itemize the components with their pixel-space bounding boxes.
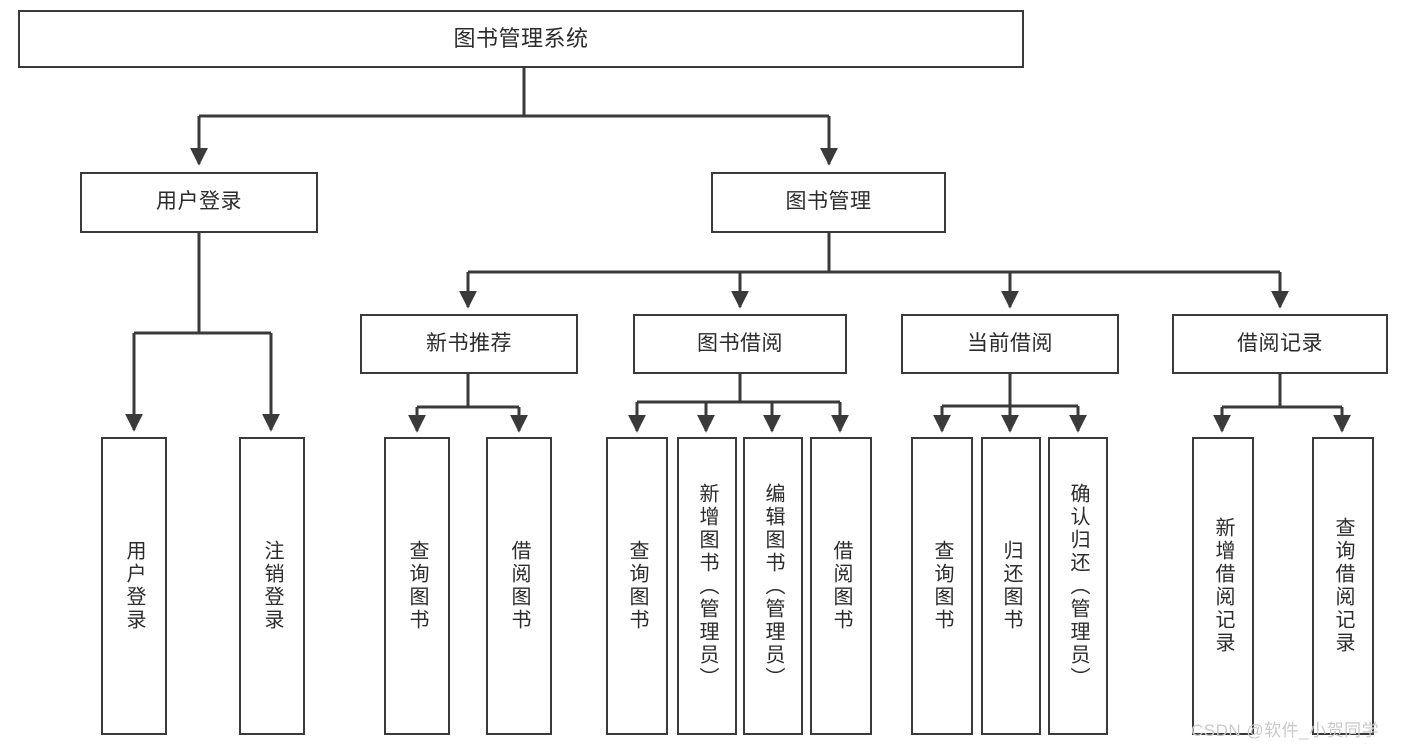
- node-label: 编辑图书（管理员）: [762, 482, 784, 690]
- leaf-return-book[interactable]: 归还图书: [981, 437, 1041, 735]
- node-book-manage[interactable]: 图书管理: [711, 172, 946, 233]
- node-label: 确认归还（管理员）: [1067, 482, 1089, 690]
- leaf-confirm-return[interactable]: 确认归还（管理员）: [1048, 437, 1108, 735]
- node-label: 查询图书: [626, 540, 648, 632]
- node-label: 新书推荐: [426, 331, 512, 355]
- leaf-query-book-2[interactable]: 查询图书: [606, 437, 668, 735]
- leaf-query-record[interactable]: 查询借阅记录: [1312, 437, 1374, 735]
- node-label: 用户登录: [123, 540, 145, 632]
- node-label: 查询图书: [931, 540, 953, 632]
- node-label: 图书借阅: [697, 331, 783, 355]
- leaf-add-record[interactable]: 新增借阅记录: [1192, 437, 1254, 735]
- leaf-user-login[interactable]: 用户登录: [101, 437, 167, 735]
- node-label: 借阅图书: [830, 540, 852, 632]
- node-root-system[interactable]: 图书管理系统: [18, 10, 1024, 68]
- node-label: 用户登录: [156, 190, 242, 214]
- node-label: 查询图书: [406, 540, 428, 632]
- leaf-query-book-3[interactable]: 查询图书: [911, 437, 973, 735]
- node-new-book-recommend[interactable]: 新书推荐: [360, 314, 578, 374]
- node-label: 借阅图书: [508, 540, 530, 632]
- leaf-query-book-1[interactable]: 查询图书: [384, 437, 450, 735]
- node-label: 归还图书: [1000, 540, 1022, 632]
- leaf-edit-book[interactable]: 编辑图书（管理员）: [743, 437, 803, 735]
- node-label: 注销登录: [261, 540, 283, 632]
- leaf-borrow-book-2[interactable]: 借阅图书: [810, 437, 872, 735]
- node-label: 当前借阅: [967, 331, 1053, 355]
- node-label: 新增图书（管理员）: [696, 482, 718, 690]
- node-book-borrow[interactable]: 图书借阅: [633, 314, 847, 374]
- leaf-borrow-book-1[interactable]: 借阅图书: [486, 437, 552, 735]
- node-label: 图书管理系统: [453, 26, 589, 52]
- leaf-add-book[interactable]: 新增图书（管理员）: [677, 437, 737, 735]
- leaf-logout-login[interactable]: 注销登录: [239, 437, 305, 735]
- csdn-watermark: CSDN @软件_小贺同学: [1191, 721, 1380, 740]
- node-current-borrow[interactable]: 当前借阅: [901, 314, 1119, 374]
- node-label: 新增借阅记录: [1212, 517, 1234, 655]
- node-label: 借阅记录: [1237, 331, 1323, 355]
- node-label: 查询借阅记录: [1332, 517, 1354, 655]
- node-user-login[interactable]: 用户登录: [80, 172, 318, 233]
- node-borrow-record[interactable]: 借阅记录: [1172, 314, 1388, 374]
- node-label: 图书管理: [785, 190, 872, 214]
